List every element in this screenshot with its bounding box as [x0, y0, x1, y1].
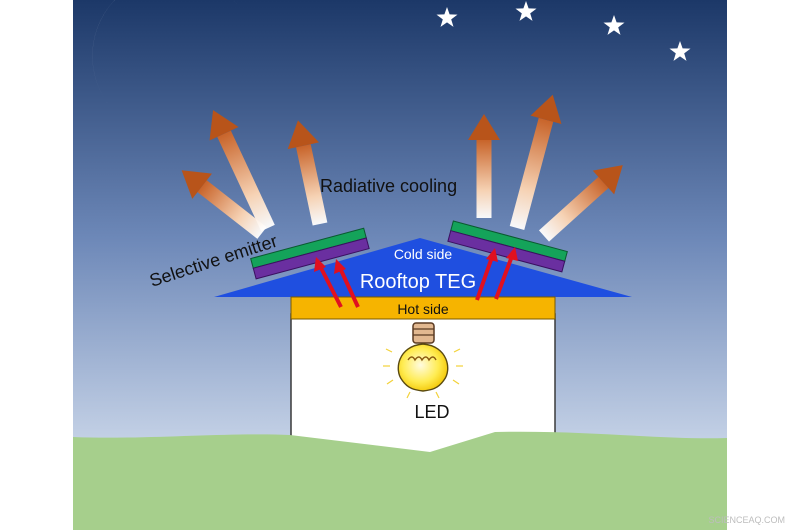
star-icon	[515, 1, 537, 21]
stars	[436, 1, 691, 61]
radiation-arrow-icon	[287, 120, 328, 226]
rooftop-teg-label: Rooftop TEG	[360, 271, 476, 293]
watermark: SCIENCEAQ.COM	[708, 515, 785, 525]
right-emission-arrows	[468, 94, 623, 242]
light-bulb-icon	[383, 322, 463, 399]
rooftop-teg	[214, 238, 632, 297]
radiation-arrow-icon	[209, 110, 275, 232]
grass-ground	[73, 431, 727, 530]
hot-side-label: Hot side	[397, 301, 449, 317]
cold-side-label: Cold side	[394, 246, 453, 262]
radiation-arrow-icon	[468, 114, 500, 218]
star-icon	[603, 15, 625, 35]
radiation-arrow-icon	[509, 94, 562, 230]
left-emission-arrows	[181, 110, 328, 239]
star-icon	[436, 7, 458, 27]
radiative-cooling-label: Radiative cooling	[320, 176, 457, 196]
heat-flow-arrow-icon	[314, 257, 343, 308]
led-label: LED	[414, 402, 449, 422]
heat-flow-arrow-icon	[494, 247, 518, 300]
radiation-arrow-icon	[181, 170, 267, 239]
star-icon	[669, 41, 691, 61]
heat-flow-arrow-icon	[334, 259, 360, 308]
teg-module	[447, 230, 566, 273]
heat-flow-arrow-icon	[475, 248, 498, 301]
heat-flow-arrows	[314, 247, 518, 308]
right-emitter-stack	[447, 220, 568, 273]
radiation-arrow-icon	[538, 165, 623, 242]
left-emitter-stack	[250, 227, 370, 280]
teg-module	[252, 237, 370, 280]
